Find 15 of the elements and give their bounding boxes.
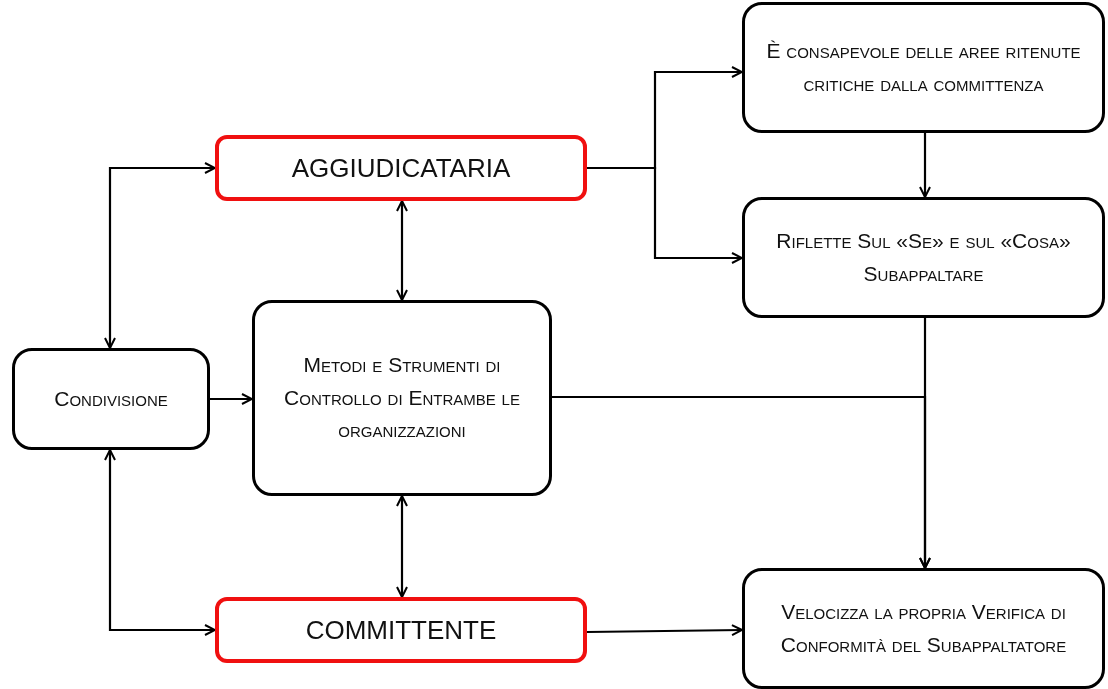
arrow [396, 200, 408, 301]
arrow [919, 133, 931, 198]
process-box: Velocizza la propria Verifica di Conformità del Subappaltatore [742, 568, 1105, 689]
title-box: COMMITTENTE [215, 597, 587, 663]
process-box: Riflette Sul «Se» e sul «Cosa» Subappaltare [742, 197, 1105, 318]
arrow [210, 393, 253, 405]
title-box: AGGIUDICATARIA [215, 135, 587, 201]
arrow [104, 449, 216, 636]
arrow [396, 495, 408, 598]
process-box: Condivisione [12, 348, 210, 450]
process-box: È consapevole delle aree ritenute critiche dalla committenza [742, 2, 1105, 133]
arrow [587, 624, 743, 637]
arrow [552, 395, 931, 569]
process-box: Metodi e Strumenti di Controllo di Entrambe le organizzazioni [252, 300, 552, 496]
arrow [104, 162, 216, 349]
